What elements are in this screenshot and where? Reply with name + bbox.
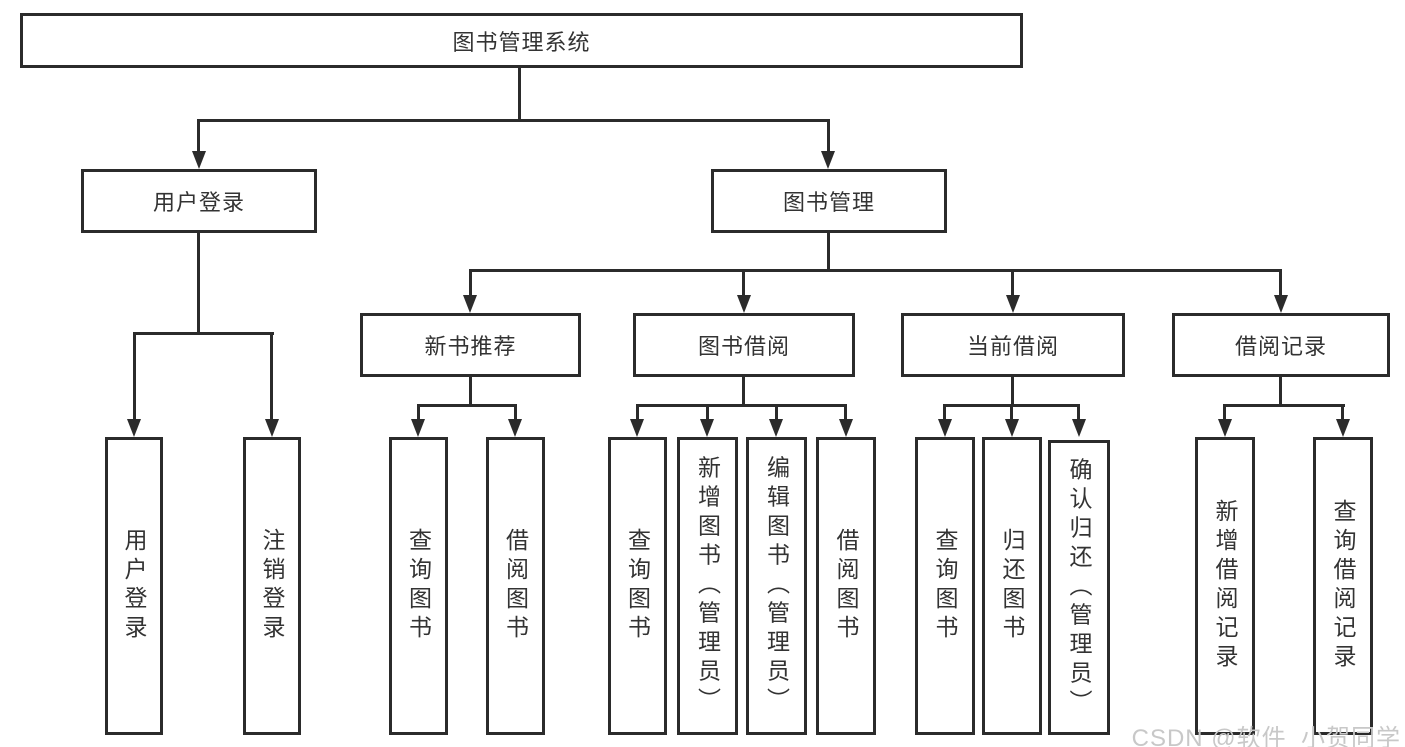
connector-current-stem [1011, 269, 1014, 297]
leaf-borrow-borrow-books: 借阅图书 [816, 437, 876, 735]
leaf-user-login: 用户登录 [105, 437, 163, 735]
arrow-to-records [1274, 295, 1288, 313]
connector-bor-query-stem [636, 404, 639, 419]
node-new-book-recommendation: 新书推荐 [360, 313, 581, 377]
arrow-to-recommend [463, 295, 477, 313]
connector-records-stem [1279, 269, 1282, 297]
arrow-to-cur-confirm [1072, 419, 1086, 437]
node-user-login-label: 用户登录 [152, 190, 245, 215]
connector-cur-query-stem [943, 404, 946, 419]
connector-leaf-login-stem [133, 332, 136, 420]
connector-bor-borrow-stem [844, 404, 847, 419]
connector-leaf-logout-stem [270, 332, 273, 420]
node-current-borrowing-label: 当前借阅 [966, 334, 1059, 359]
connector-root-hbar [197, 119, 830, 122]
connector-recs-add-stem [1223, 404, 1226, 419]
node-new-book-recommendation-label: 新书推荐 [424, 334, 517, 359]
connector-records-hbar [1223, 404, 1345, 407]
node-user-login: 用户登录 [81, 169, 317, 233]
connector-book-mgmt-stem [827, 119, 830, 152]
leaf-recommend-borrow-books: 借阅图书 [486, 437, 545, 735]
node-borrowing-records: 借阅记录 [1172, 313, 1390, 377]
leaf-records-query: 查询借阅记录 [1313, 437, 1373, 735]
connector-book-mgmt-down [827, 233, 830, 272]
arrow-to-cur-return [1005, 419, 1019, 437]
arrow-to-recs-query [1336, 419, 1350, 437]
connector-user-login-stem [197, 119, 200, 152]
arrow-to-borrowing [737, 295, 751, 313]
leaf-current-query-books-label: 查询图书 [932, 528, 958, 644]
node-root: 图书管理系统 [20, 13, 1023, 68]
arrow-to-book-mgmt [821, 151, 835, 169]
connector-recommend-down [469, 375, 472, 407]
arrow-to-cur-query [938, 419, 952, 437]
leaf-records-add: 新增借阅记录 [1195, 437, 1255, 735]
leaf-current-confirm-return-label: 确认归还（管理员） [1066, 457, 1092, 718]
node-borrowing-records-label: 借阅记录 [1234, 334, 1327, 359]
arrow-to-recs-add [1218, 419, 1232, 437]
connector-cur-confirm-stem [1077, 404, 1080, 419]
leaf-borrow-query-books: 查询图书 [608, 437, 667, 735]
connector-borrowing-stem [742, 269, 745, 297]
watermark: CSDN @软件_小贺同学 [1131, 725, 1401, 747]
arrow-to-user-login [192, 151, 206, 169]
leaf-borrow-borrow-books-label: 借阅图书 [833, 528, 859, 644]
connector-book-mgmt-hbar [469, 269, 1282, 272]
leaf-logout: 注销登录 [243, 437, 301, 735]
arrow-to-bor-edit [769, 419, 783, 437]
connector-recommend-stem [469, 269, 472, 297]
node-book-management: 图书管理 [711, 169, 947, 233]
leaf-borrow-edit-books: 编辑图书（管理员） [746, 437, 807, 735]
arrow-to-rec-query [411, 419, 425, 437]
leaf-records-add-label: 新增借阅记录 [1212, 499, 1238, 673]
node-current-borrowing: 当前借阅 [901, 313, 1125, 377]
arrow-to-leaf-login [127, 419, 141, 437]
connector-rec-borrow-stem [514, 404, 517, 419]
connector-cur-return-stem [1010, 404, 1013, 419]
connector-recommend-hbar [417, 404, 517, 407]
connector-user-login-hbar [133, 332, 274, 335]
leaf-current-return-books-label: 归还图书 [999, 528, 1025, 644]
leaf-current-confirm-return: 确认归还（管理员） [1048, 440, 1110, 735]
connector-bor-edit-stem [775, 404, 778, 419]
leaf-current-return-books: 归还图书 [982, 437, 1042, 735]
leaf-borrow-add-books: 新增图书（管理员） [677, 437, 738, 735]
leaf-current-query-books: 查询图书 [915, 437, 975, 735]
leaf-logout-label: 注销登录 [259, 528, 285, 644]
connector-user-login-down [197, 233, 200, 335]
connector-borrowing-down [742, 375, 745, 407]
leaf-borrow-query-books-label: 查询图书 [624, 528, 651, 644]
leaf-recommend-query-books: 查询图书 [389, 437, 448, 735]
connector-borrowing-hbar [636, 404, 847, 407]
connector-recs-query-stem [1341, 404, 1344, 419]
connector-root-stem [518, 66, 521, 121]
connector-bor-add-stem [706, 404, 709, 419]
arrow-to-current [1006, 295, 1020, 313]
connector-records-down [1279, 375, 1282, 407]
node-book-management-label: 图书管理 [782, 190, 875, 215]
leaf-borrow-edit-books-label: 编辑图书（管理员） [763, 455, 790, 717]
leaf-recommend-query-books-label: 查询图书 [405, 528, 432, 644]
arrow-to-leaf-logout [265, 419, 279, 437]
node-root-label: 图书管理系统 [452, 29, 591, 55]
connector-rec-query-stem [417, 404, 420, 419]
leaf-records-query-label: 查询借阅记录 [1330, 499, 1356, 673]
leaf-user-login-label: 用户登录 [121, 528, 147, 644]
node-book-borrowing-label: 图书借阅 [697, 334, 790, 359]
leaf-borrow-add-books-label: 新增图书（管理员） [694, 455, 721, 717]
leaf-recommend-borrow-books-label: 借阅图书 [502, 528, 529, 644]
arrow-to-rec-borrow [508, 419, 522, 437]
arrow-to-bor-add [700, 419, 714, 437]
arrow-to-bor-query [630, 419, 644, 437]
connector-current-down [1011, 375, 1014, 407]
node-book-borrowing: 图书借阅 [633, 313, 855, 377]
arrow-to-bor-borrow [839, 419, 853, 437]
